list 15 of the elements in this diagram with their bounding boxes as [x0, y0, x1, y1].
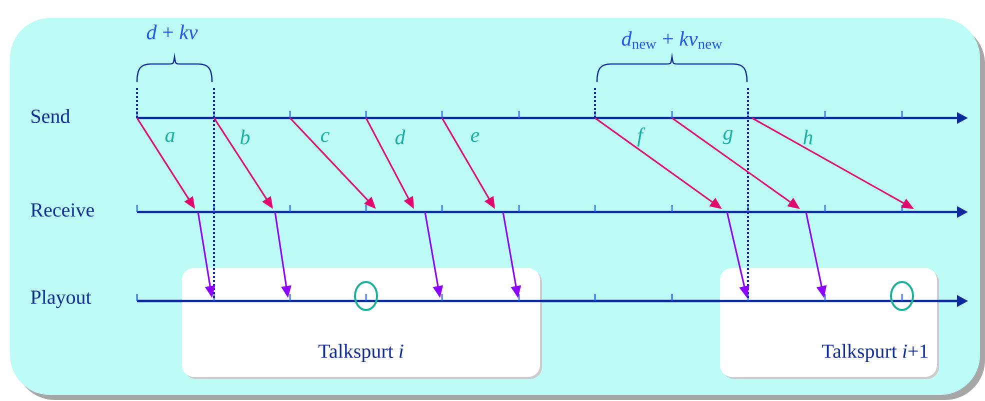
node-label: Playout	[30, 290, 92, 308]
talkspurt-label: Talkspurt i+1	[822, 344, 928, 362]
talkspurt-label: Talkspurt i	[318, 344, 404, 362]
edge-label: c	[321, 132, 330, 142]
edge-label: g	[722, 130, 733, 144]
node-label: Receive	[30, 203, 94, 217]
node-label: Send	[32, 108, 70, 124]
edge-label: e	[471, 132, 480, 142]
formula-label: d$_{new}$ + kv$_{new}$	[622, 31, 722, 49]
edge-label: f	[637, 127, 646, 147]
formula-label: d + kv	[146, 24, 198, 40]
edge-label: d	[395, 130, 406, 144]
edge-label: h	[804, 130, 812, 144]
edge-label: a	[165, 132, 174, 142]
edge-label: b	[240, 130, 250, 144]
